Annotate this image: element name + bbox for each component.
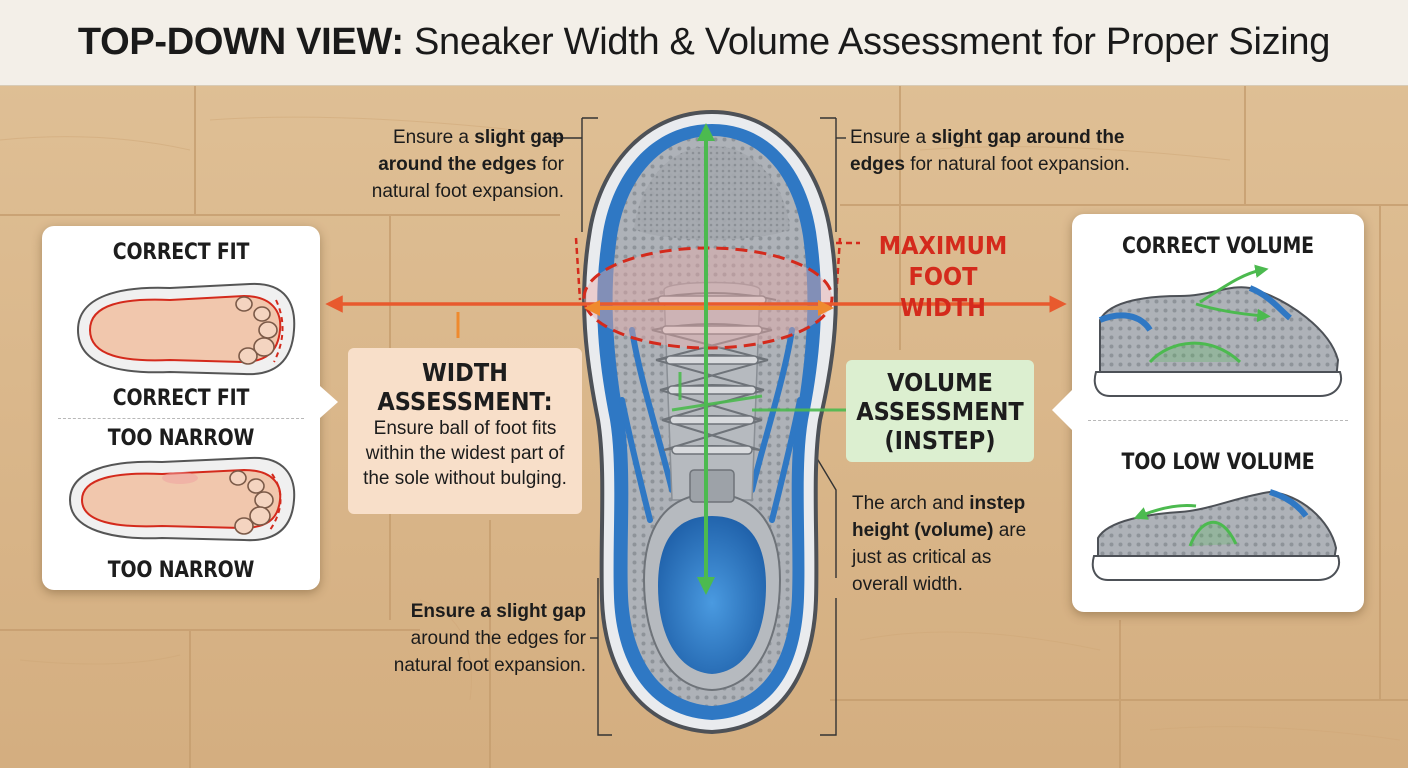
maximum-foot-width-label: MAXIMUM FOOT WIDTH — [867, 230, 1020, 323]
note-top-right-post: for natural foot expansion. — [904, 154, 1130, 175]
insole-correct-fit — [76, 282, 296, 376]
gap-brackets — [552, 117, 846, 736]
note-bottom-left-bold: Ensure a slight gap — [410, 601, 586, 622]
width-assessment-box: WIDTH ASSESSMENT: Ensure ball of foot fi… — [348, 348, 582, 514]
note-bottom-right-post: are just as critical as overall width. — [852, 520, 1027, 595]
label-too-narrow: TOO NARROW — [107, 558, 255, 583]
title-bar: TOP-DOWN VIEW: Sneaker Width & Volume As… — [0, 0, 1408, 86]
note-bottom-left: Ensure a slight gap around the edges for… — [372, 598, 586, 679]
max-width-line2: FOOT WIDTH — [899, 262, 987, 322]
width-heading-line2: ASSESSMENT: — [377, 387, 553, 416]
title-rest: Sneaker Width & Volume Assessment for Pr… — [403, 21, 1331, 63]
width-heading-line1: WIDTH — [421, 358, 509, 387]
note-top-right-bold: slight gap around the edges — [850, 127, 1125, 175]
note-bottom-left-post: around the edges for natural foot expans… — [393, 628, 586, 676]
note-top-left-post: for natural foot expansion. — [371, 154, 564, 202]
label-correct-volume: CORRECT VOLUME — [1122, 234, 1314, 259]
volume-line1: VOLUME — [887, 368, 993, 397]
note-top-right-pre: Ensure a — [850, 127, 932, 148]
note-top-left: Ensure a slight gap around the edges for… — [350, 124, 564, 205]
volume-comparison-card: CORRECT VOLUME TOO LOW VOLUME — [1072, 214, 1364, 612]
note-bottom-right-bold: instep height (volume) — [852, 493, 1026, 541]
note-top-right: Ensure a slight gap around the edges for… — [850, 124, 1170, 178]
volume-assessment-box: VOLUME ASSESSMENT (INSTEP) — [846, 360, 1034, 462]
title-strong: TOP-DOWN VIEW: — [77, 21, 404, 63]
label-too-low-volume: TOO LOW VOLUME — [1121, 450, 1315, 475]
page-title: TOP-DOWN VIEW: Sneaker Width & Volume As… — [77, 21, 1331, 64]
shoe-too-low-volume — [1091, 489, 1340, 581]
card-divider — [58, 418, 304, 419]
label-correct-fit-top: CORRECT FIT — [112, 240, 250, 265]
note-top-left-bold: slight gap around the edges — [378, 127, 564, 175]
shoe-insole — [658, 516, 766, 674]
width-body: Ensure ball of foot fits within the wide… — [363, 418, 567, 489]
note-bottom-right-pre: The arch and — [852, 493, 970, 514]
shoe-correct-volume — [1093, 264, 1342, 397]
fit-comparison-card: CORRECT FIT CORRECT FIT TOO NARROW TOO N… — [42, 226, 320, 590]
volume-line2: ASSESSMENT — [856, 397, 1024, 426]
label-correct-fit: CORRECT FIT — [112, 386, 250, 411]
volume-line3: (INSTEP) — [884, 426, 996, 455]
note-bottom-right: The arch and instep height (volume) are … — [852, 490, 1048, 598]
label-too-narrow-top: TOO NARROW — [107, 426, 255, 451]
max-width-line1: MAXIMUM — [878, 231, 1008, 260]
insole-too-narrow — [68, 456, 296, 542]
card-divider-right — [1088, 420, 1348, 421]
instep-lines — [671, 372, 850, 412]
note-top-left-pre: Ensure a — [392, 127, 475, 148]
